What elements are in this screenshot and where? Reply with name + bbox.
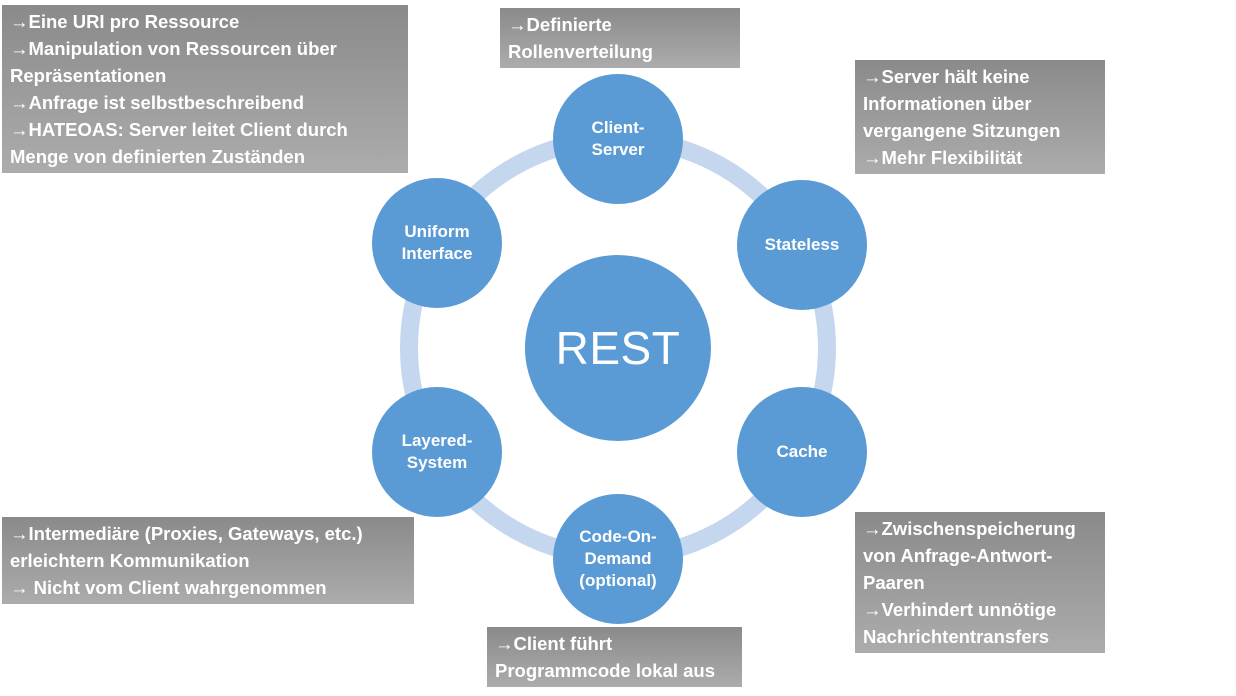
node-code-on-demand-label: Code-On- Demand (optional) [579,527,657,590]
node-stateless: Stateless [737,180,867,310]
node-layered-system-label: Layered- System [401,431,473,472]
node-cache: Cache [737,387,867,517]
node-code-on-demand: Code-On- Demand (optional) [553,494,683,624]
node-stateless-label: Stateless [764,235,840,254]
callout-layered-system: →Intermediäre (Proxies, Gateways, etc.)e… [2,517,414,604]
node-uniform-interface-label: Uniform Interface [401,222,473,263]
node-client-server: Client- Server [553,74,683,204]
node-uniform-interface: Uniform Interface [372,178,502,308]
node-rest: REST [525,255,711,441]
callout-uniform-interface: →Eine URI pro Ressource→Manipulation von… [2,5,408,173]
node-rest-label: REST [555,322,681,374]
node-client-server-label: Client- Server [591,118,645,159]
node-cache-label: Cache [776,442,828,461]
node-layered-system: Layered- System [372,387,502,517]
